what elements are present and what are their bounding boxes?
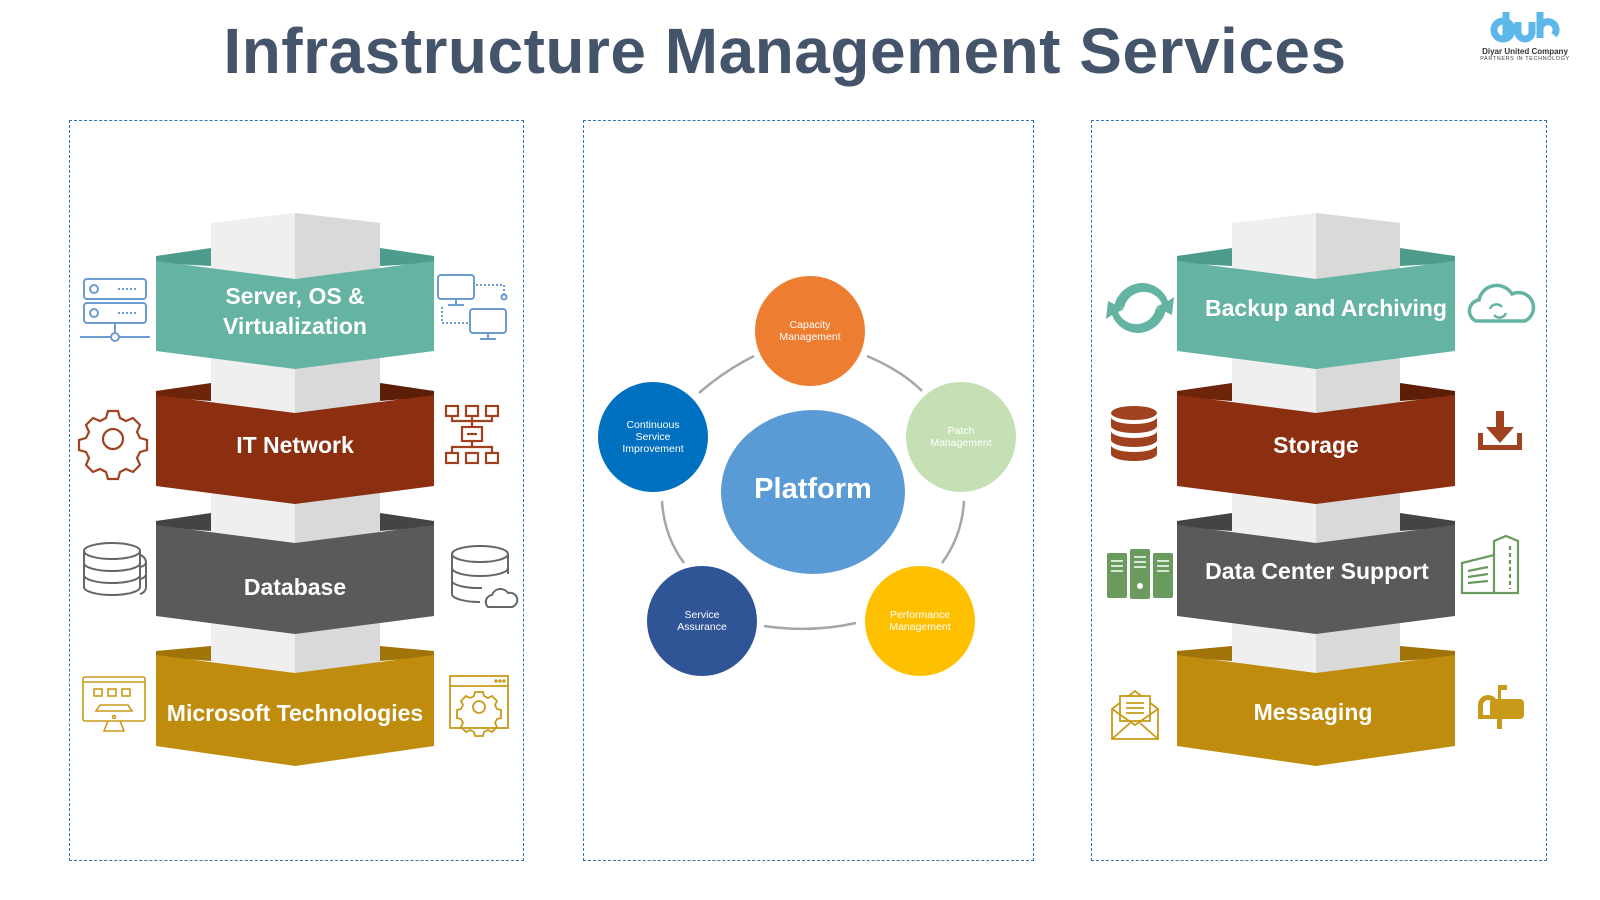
tier-messaging[interactable] — [1177, 646, 1455, 766]
node-performance-management[interactable] — [865, 566, 975, 676]
storage-drive-icon — [1111, 406, 1157, 461]
database-stack-icon — [83, 542, 147, 596]
tier-storage[interactable] — [1177, 383, 1455, 504]
tier-label-server-os: Server, OS & Virtualization — [156, 281, 434, 341]
open-envelope-icon — [1111, 689, 1159, 740]
hub-platform[interactable] — [721, 410, 905, 574]
node-label-patch: Patch Management — [930, 425, 992, 449]
network-hierarchy-icon — [444, 404, 500, 465]
company-logo: Diyar United Company PARTNERS IN TECHNOL… — [1455, 6, 1595, 72]
left-panel: Server, OS & Virtualization IT Network D… — [69, 120, 524, 861]
tier-label-messaging: Messaging — [1253, 699, 1373, 725]
tier-it-network[interactable] — [156, 383, 434, 504]
node-patch-management[interactable] — [906, 382, 1016, 492]
tier-backup-archiving[interactable] — [1177, 248, 1455, 369]
logo-tagline: PARTNERS IN TECHNOLOGY — [1480, 56, 1570, 62]
node-label-capacity: Capacity Management — [779, 319, 841, 343]
browser-settings-icon — [449, 675, 509, 737]
cloud-sync-icon — [1467, 283, 1536, 323]
hub-label: Platform — [754, 473, 872, 505]
tier-server-os-virtualization[interactable] — [156, 248, 434, 369]
connected-computers-icon — [437, 274, 508, 340]
tier-label-line1: Server, OS & — [225, 283, 365, 309]
database-cloud-icon — [451, 545, 519, 608]
office-building-icon — [1460, 534, 1520, 595]
tier-data-center-support[interactable] — [1177, 513, 1455, 634]
desktop-monitor-icon — [82, 676, 146, 732]
server-rack-icon — [80, 278, 150, 342]
center-panel: Platform Capacity Management Patch Manag… — [583, 120, 1034, 861]
tier-label-database: Database — [243, 574, 347, 600]
tier-label-backup: Backup and Archiving — [1205, 295, 1447, 321]
tier-label-storage: Storage — [1273, 432, 1359, 458]
logo-company-name: Diyar United Company — [1482, 47, 1568, 56]
server-towers-icon — [1107, 549, 1173, 599]
download-tray-icon — [1478, 411, 1522, 450]
tier-database[interactable] — [156, 513, 434, 634]
right-panel: Backup and Archiving Storage Data Center… — [1091, 120, 1547, 861]
sync-arrows-icon — [1106, 282, 1174, 334]
node-service-assurance[interactable] — [647, 566, 757, 676]
mailbox-icon — [1478, 685, 1524, 729]
dub-logo-icon — [1490, 12, 1560, 43]
node-label-service-assurance: Service Assurance — [677, 609, 727, 633]
page-title: Infrastructure Management Services — [223, 15, 1347, 87]
tier-label-it-network: IT Network — [236, 432, 354, 458]
node-label-performance: Performance Management — [889, 609, 951, 633]
tier-label-data-center: Data Center Support — [1205, 558, 1429, 584]
cycle-ring — [660, 354, 966, 631]
tier-label-line2: Virtualization — [223, 313, 367, 339]
node-continuous-service-improvement[interactable] — [598, 382, 708, 492]
tier-label-microsoft-technologies: Microsoft Technologies — [166, 700, 424, 726]
gear-icon — [77, 409, 149, 481]
node-capacity-management[interactable] — [755, 276, 865, 386]
node-label-continuous: Continuous Service Improvement — [622, 419, 684, 455]
tier-microsoft-technologies[interactable] — [156, 646, 434, 766]
